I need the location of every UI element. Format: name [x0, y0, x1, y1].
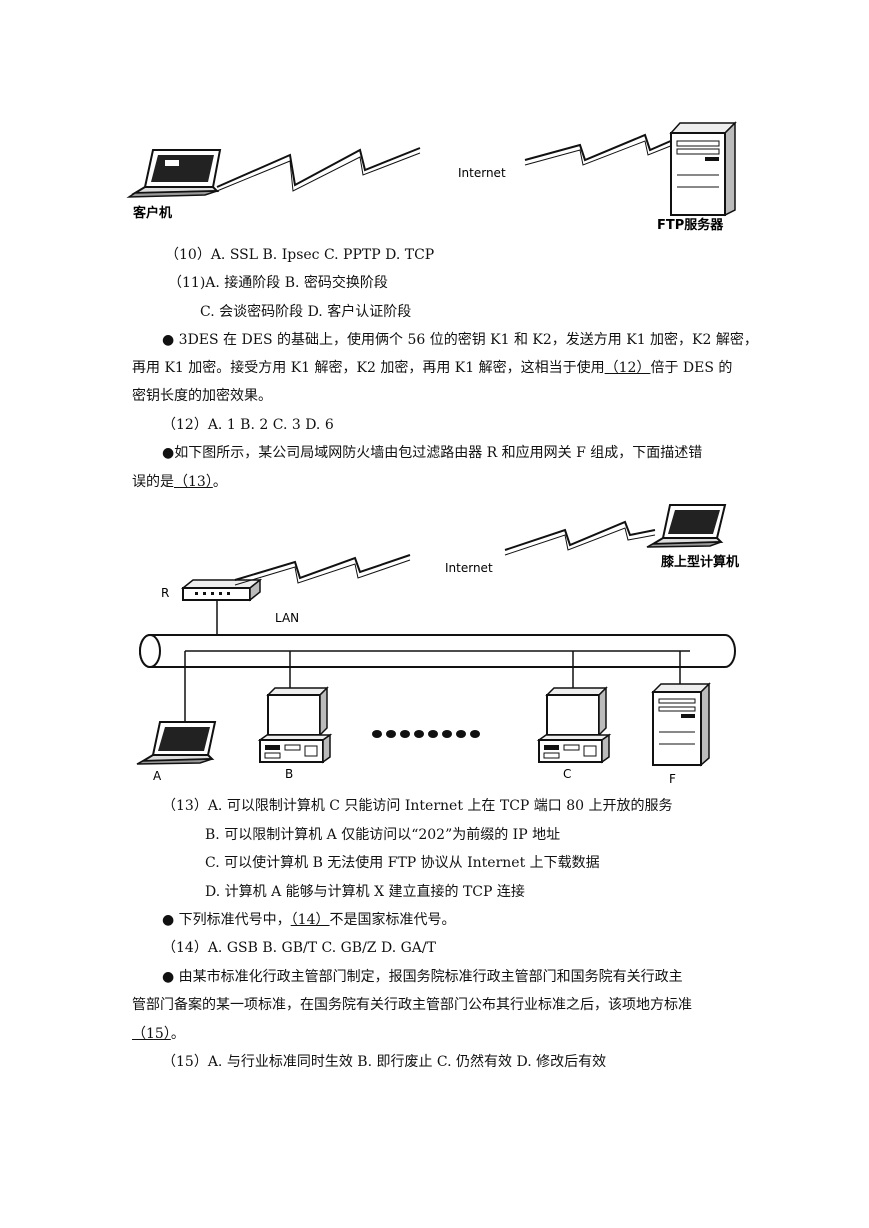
- computer-a-icon: [136, 721, 217, 765]
- computer-c-icon: [536, 686, 612, 764]
- q13-option-d: D. 计算机 A 能够与计算机 X 建立直接的 TCP 连接: [205, 884, 525, 900]
- q13-option-b: B. 可以限制计算机 A 仅能访问以“202”为前缀的 IP 地址: [205, 827, 561, 843]
- internet-link: [504, 520, 656, 551]
- q11-options-line1: （11)A. 接通阶段 B. 密码交换阶段: [168, 275, 388, 291]
- node-f-label: F: [669, 772, 676, 786]
- q12-blank: （12）: [604, 360, 651, 376]
- gateway-f-server-icon: [651, 682, 711, 767]
- q14-stem: ● 下列标准代号中，（14）不是国家标准代号。: [162, 912, 456, 928]
- lan-label: LAN: [275, 611, 299, 625]
- node-c-label: C: [563, 767, 571, 781]
- computer-b-icon: [257, 686, 333, 764]
- wireless-link-right: [524, 133, 674, 162]
- ftp-server-icon: [669, 121, 737, 217]
- q12-stem-line2: 再用 K1 加密。接受方用 K1 解密，K2 加密，再用 K1 解密，这相当于使…: [132, 360, 733, 376]
- router-icon: [180, 578, 263, 602]
- internet-label: Internet: [458, 166, 506, 180]
- q15-blank: （15）: [132, 1026, 171, 1042]
- q10-options: （10）A. SSL B. Ipsec C. PPTP D. TCP: [165, 247, 435, 263]
- laptop-label: 膝上型计算机: [660, 554, 739, 570]
- node-a-label: A: [153, 769, 162, 783]
- server-label: FTP服务器: [657, 217, 724, 233]
- internet-label-2: Internet: [445, 561, 493, 575]
- router-label: R: [161, 586, 169, 600]
- lan-bus: [139, 634, 736, 668]
- q13-option-a: （13）A. 可以限制计算机 C 只能访问 Internet 上在 TCP 端口…: [162, 798, 673, 814]
- q14-blank: （14）: [290, 912, 330, 928]
- client-laptop-icon: [126, 149, 222, 198]
- figure-ftp-network: 客户机 Internet FTP服务器: [126, 121, 737, 233]
- wireless-link-left: [216, 147, 421, 188]
- q13-option-c: C. 可以使计算机 B 无法使用 FTP 协议从 Internet 上下载数据: [205, 855, 600, 871]
- q15-stem-line1: ● 由某市标准化行政主管部门制定，报国务院标准行政主管部门和国务院有关行政主: [162, 969, 683, 985]
- q15-options: （15）A. 与行业标准同时生效 B. 即行废止 C. 仍然有效 D. 修改后有…: [162, 1054, 607, 1070]
- q14-options: （14）A. GSB B. GB/T C. GB/Z D. GA/T: [162, 940, 436, 956]
- client-label: 客户机: [133, 205, 172, 221]
- notebook-computer-icon: [646, 504, 727, 548]
- q15-stem-line3: （15）。: [132, 1026, 185, 1042]
- q11-options-line2: C. 会谈密码阶段 D. 客户认证阶段: [200, 304, 412, 320]
- figure-firewall-lan: R LAN Internet 膝上型计算机 A B C F: [136, 504, 739, 786]
- q15-stem-line2: 管部门备案的某一项标准，在国务院有关行政主管部门公布其行业标准之后，该项地方标准: [132, 997, 692, 1013]
- q13-stem-line1: ●如下图所示，某公司局域网防火墙由包过滤路由器 R 和应用网关 F 组成，下面描…: [162, 445, 703, 461]
- q12-stem-line3: 密钥长度的加密效果。: [132, 388, 272, 404]
- node-b-label: B: [285, 767, 293, 781]
- q13-blank: （13）: [174, 474, 213, 490]
- q13-stem-line2: 误的是（13）。: [132, 474, 227, 490]
- more-computers-dots: [372, 730, 480, 738]
- q12-options: （12）A. 1 B. 2 C. 3 D. 6: [162, 417, 334, 433]
- router-wan-link: [234, 554, 411, 581]
- q12-stem-line1: ● 3DES 在 DES 的基础上，使用俩个 56 位的密钥 K1 和 K2，发…: [162, 332, 758, 348]
